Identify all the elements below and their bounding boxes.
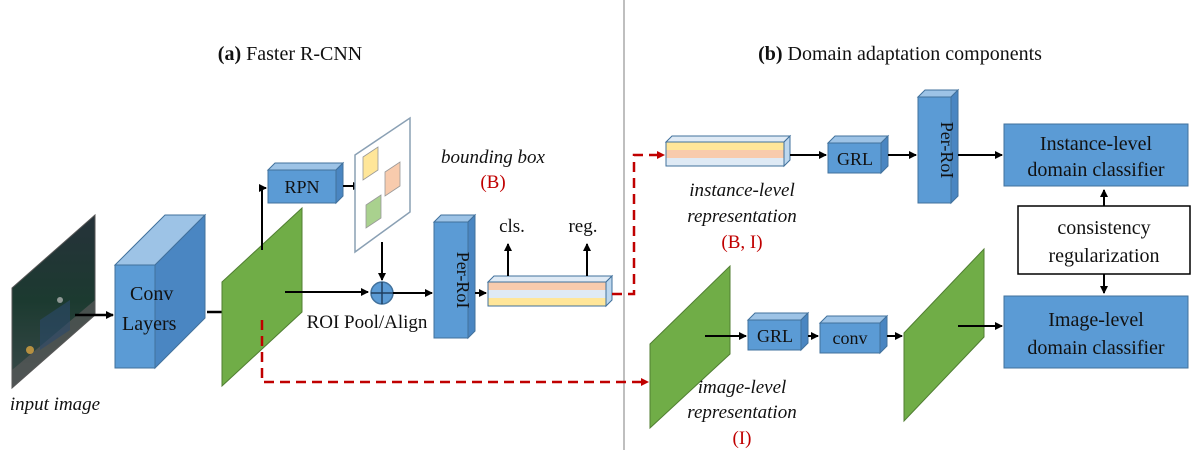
dashed-instance-connector [612,151,665,296]
image-level-feature-map [649,264,731,430]
roi-feature-vector [486,274,614,308]
instance-level-vector [664,134,792,168]
consistency-box [1017,205,1191,275]
bounding-box-label: bounding box [441,147,546,168]
cls-label: cls. [499,216,525,237]
input-image [11,213,96,390]
instance-classifier-box [1003,123,1189,187]
panel-b-title: (b) Domain adaptation components [758,43,1042,65]
conv-layers-label-2: Layers [122,313,177,335]
grl-bottom-label: GRL [757,326,793,346]
instance-classifier-label-1: Instance-level [1040,133,1153,155]
roi-pool-label: ROI Pool/Align [307,312,428,333]
instance-rep-tag: (B, I) [721,232,762,253]
image-rep-tag: (I) [733,428,752,449]
image-rep-label-1: image-level [698,377,787,398]
image-classifier-label-2: domain classifier [1027,337,1165,359]
conv-output-feature-map [903,247,985,423]
dashed-image-connector [260,320,649,386]
reg-label: reg. [568,216,597,237]
image-classifier-label-1: Image-level [1048,309,1144,331]
rpn-block [266,161,345,205]
perroi-label-a: Per-RoI [453,252,473,309]
perroi-block-a [432,213,477,340]
arrow-feature-to-rpn [259,184,267,250]
instance-rep-label-1: instance-level [689,180,795,201]
conv-label-b: conv [833,328,868,348]
instance-classifier-label-2: domain classifier [1027,159,1165,181]
consistency-label-2: regularization [1048,245,1159,267]
region-proposals [354,116,411,254]
roi-pool-node [370,281,394,305]
instance-rep-label-2: representation [687,206,796,227]
bounding-box-tag: (B) [480,172,505,193]
feature-map [221,206,303,388]
image-rep-label-2: representation [687,402,796,423]
image-classifier-box [1003,295,1189,369]
panel-a-title: (a) Faster R-CNN [218,43,362,65]
conv-layers-label: Conv [130,283,173,305]
conv-layers-block [113,213,207,370]
perroi-label-b: Per-RoI [937,122,957,179]
perroi-block-b [916,88,960,205]
grl-top-label: GRL [837,149,873,169]
consistency-label-1: consistency [1057,217,1150,239]
grl-bottom-block [746,311,810,352]
conv-block-b [818,314,889,355]
grl-top-block [826,134,890,175]
input-image-label: input image [10,394,100,415]
rpn-label: RPN [284,177,319,197]
